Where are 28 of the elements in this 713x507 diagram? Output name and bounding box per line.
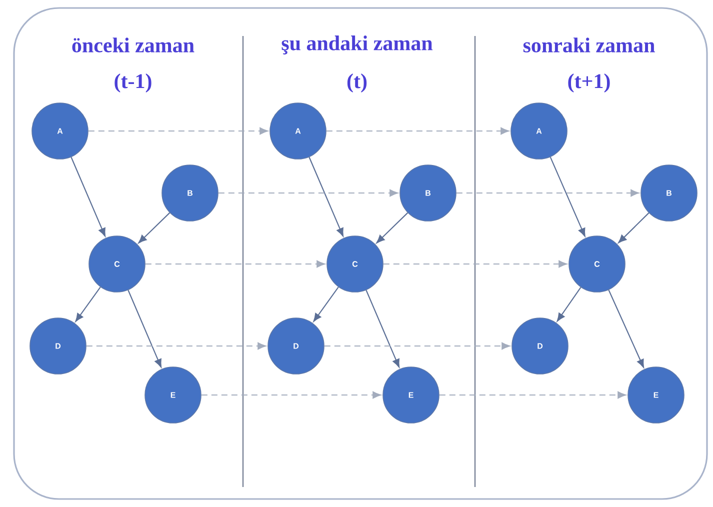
arrow [366,290,400,368]
arrow [326,127,510,135]
arrow [201,391,382,399]
arrow [556,287,582,322]
arrow [88,127,268,135]
arrow [128,290,162,368]
column-heading: şu andaki zaman [282,36,433,54]
column-heading: önceki zaman [72,38,194,52]
arrow [218,189,398,197]
arrow [70,156,106,236]
arrow [550,156,586,237]
column-heading: (t+1) [568,73,610,93]
arrow [308,156,344,236]
arrow [138,212,170,244]
arrow [618,212,650,244]
arrow [383,260,568,268]
column-heading: (t) [347,73,367,93]
arrow [86,342,266,350]
column-heading: sonraki zaman [523,38,655,52]
arrow [439,391,626,399]
column-heading: (t-1) [114,73,152,93]
arrow [313,286,339,322]
arrow [608,290,644,368]
arrow [75,286,101,322]
arrow [376,212,408,244]
arrow [324,342,510,350]
arrow [145,260,326,268]
arrow [456,189,640,197]
